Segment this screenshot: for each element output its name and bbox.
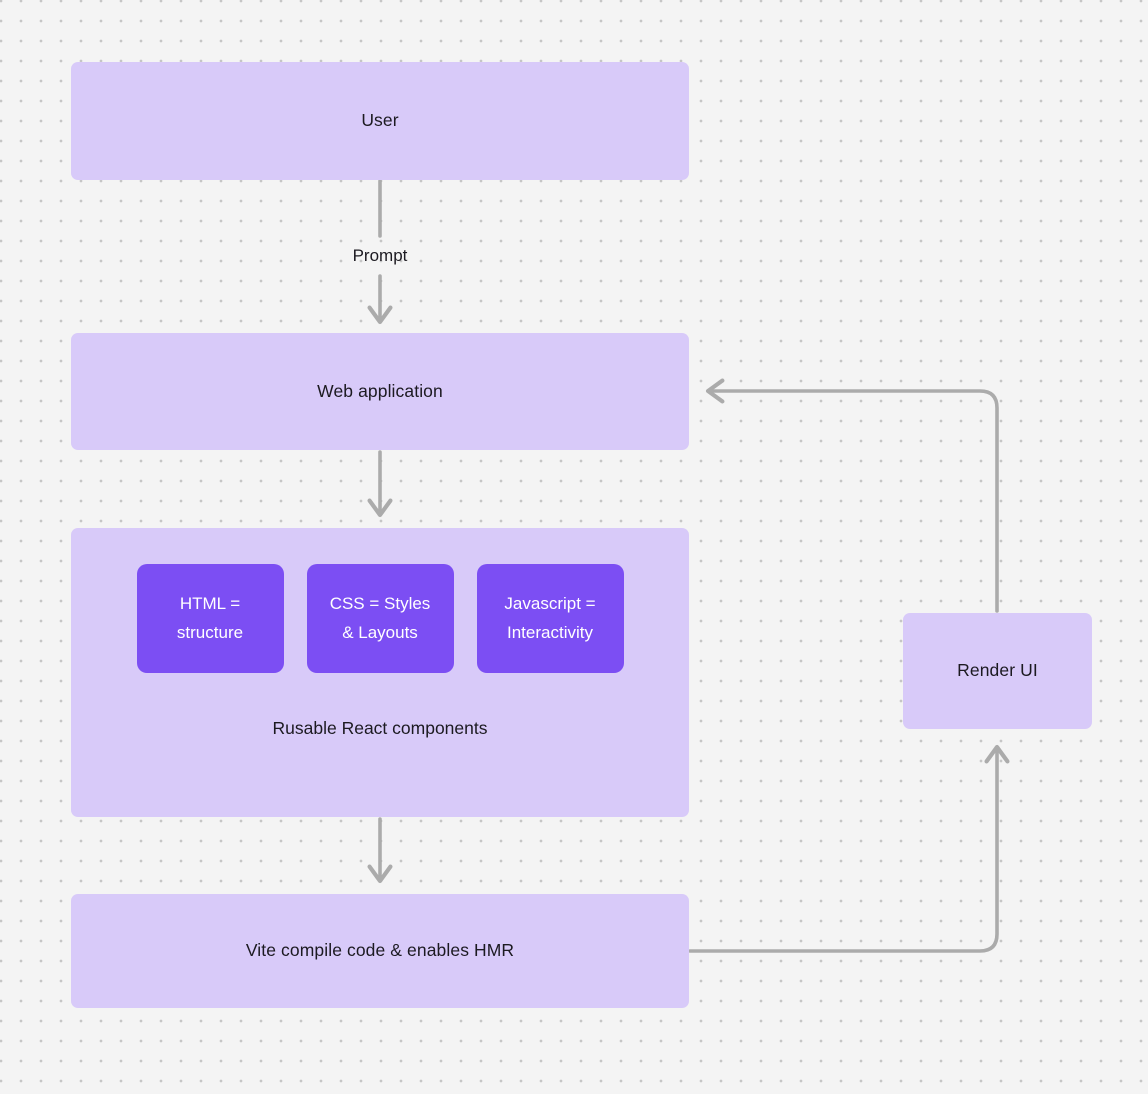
chip-css-label: CSS = Styles & Layouts [322, 590, 439, 646]
chip-javascript-line2: Interactivity [507, 622, 593, 642]
components-container-caption: Rusable React components [272, 718, 488, 738]
chip-row: HTML = structure CSS = Styles & Layouts Ja… [71, 564, 689, 673]
chip-css-line2: & Layouts [342, 622, 418, 642]
edge-render-to-webapp [705, 378, 999, 613]
node-render-ui[interactable]: Render UI [903, 613, 1092, 729]
edge-vite-to-render [688, 744, 1010, 953]
node-components-container[interactable]: HTML = structure CSS = Styles & Layouts Ja… [71, 528, 689, 817]
node-web-application[interactable]: Web application [71, 333, 689, 450]
chip-css-line1: CSS = Styles [329, 594, 431, 614]
chip-javascript[interactable]: Javascript = Interactivity [476, 564, 624, 673]
node-vite-label: Vite compile code & enables HMR [245, 940, 515, 961]
node-user-label: User [361, 110, 399, 131]
chip-html-label: HTML = structure [169, 590, 251, 646]
node-web-application-label: Web application [317, 380, 443, 401]
node-render-ui-label: Render UI [957, 660, 1038, 681]
node-user[interactable]: User [71, 62, 689, 180]
chip-javascript-label: Javascript = Interactivity [496, 590, 603, 646]
node-vite[interactable]: Vite compile code & enables HMR [71, 894, 689, 1008]
chip-css[interactable]: CSS = Styles & Layouts [306, 564, 454, 673]
edge-label-prompt: Prompt [352, 246, 408, 265]
chip-html[interactable]: HTML = structure [136, 564, 284, 673]
chip-javascript-line1: Javascript = [504, 594, 596, 614]
chip-html-line2: structure [176, 622, 244, 642]
chip-html-line1: HTML = [179, 594, 241, 614]
